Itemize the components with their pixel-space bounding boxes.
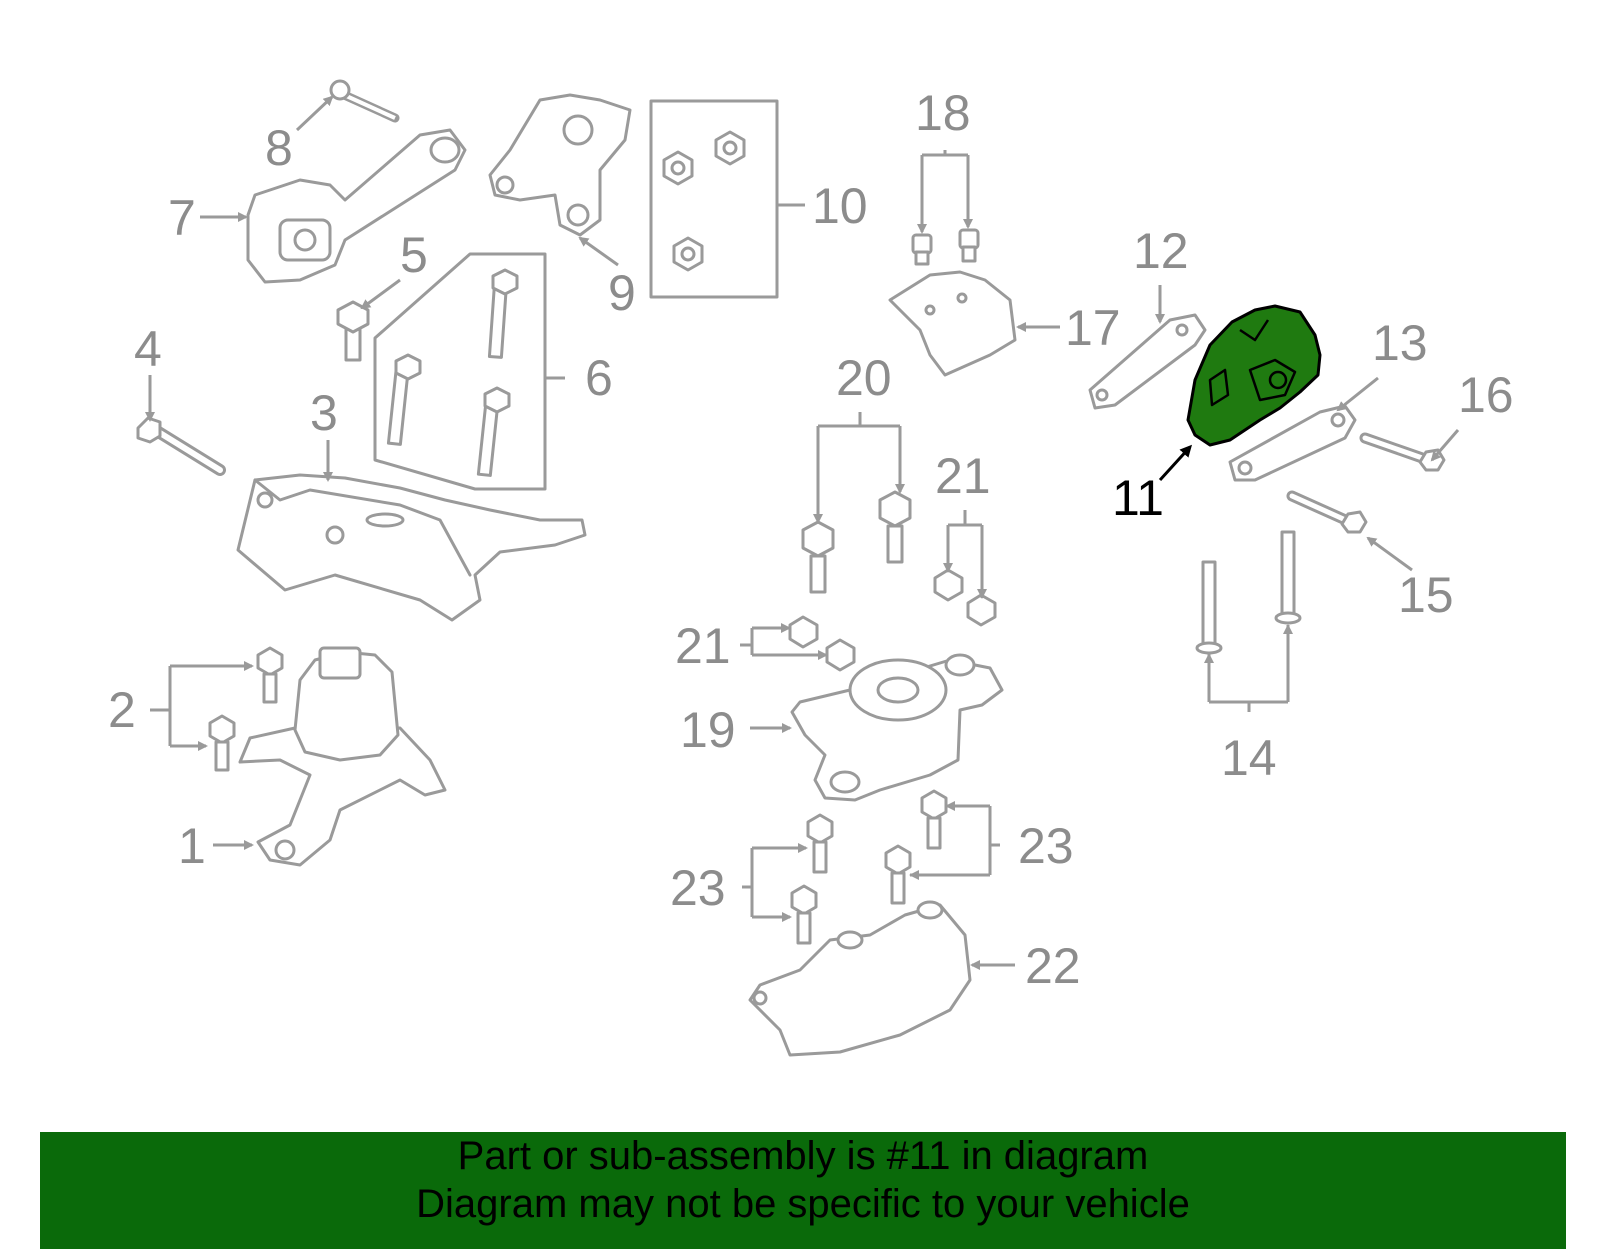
- part-3-bracket[interactable]: [236, 473, 587, 622]
- callout-15: 15: [1398, 567, 1454, 623]
- part-21-nuts-a[interactable]: [933, 568, 997, 627]
- banner-line-2: Diagram may not be specific to your vehi…: [416, 1182, 1190, 1226]
- callout-3: 3: [310, 385, 338, 441]
- callout-7: 7: [168, 190, 196, 246]
- callout-22: 22: [1025, 938, 1081, 994]
- callout-12: 12: [1133, 223, 1189, 279]
- callout-21-upper: 21: [935, 448, 991, 504]
- info-banner: Part or sub-assembly is #11 in diagram D…: [40, 1132, 1566, 1249]
- callout-6: 6: [585, 350, 613, 406]
- leader-lines: [145, 95, 1460, 970]
- part-15-bolt[interactable]: [1286, 490, 1368, 534]
- callout-9: 9: [608, 265, 636, 321]
- part-21-nuts-b[interactable]: [788, 615, 856, 672]
- part-8-bolt[interactable]: [329, 79, 400, 123]
- part-16-bolt[interactable]: [1359, 432, 1446, 472]
- callout-1: 1: [178, 818, 206, 874]
- callout-10: 10: [812, 178, 868, 234]
- callout-14: 14: [1221, 730, 1277, 786]
- callout-21-lower: 21: [675, 618, 731, 674]
- part-6-bolt-set[interactable]: [373, 252, 547, 491]
- part-23-bolts[interactable]: [790, 789, 948, 945]
- callout-5: 5: [400, 227, 428, 283]
- callout-labels: 1 2 3 4 5 6 7 8 9 10 11 12 13 14 15 16 1…: [108, 85, 1514, 994]
- part-5-bolt[interactable]: [336, 300, 370, 362]
- part-22-bracket[interactable]: [748, 900, 972, 1057]
- callout-18: 18: [915, 85, 971, 141]
- callout-23-right: 23: [1018, 818, 1074, 874]
- part-2-bolts[interactable]: [208, 646, 284, 772]
- callout-2: 2: [108, 682, 136, 738]
- callout-23-left: 23: [670, 860, 726, 916]
- banner-line-1: Part or sub-assembly is #11 in diagram: [457, 1134, 1149, 1178]
- part-17-bracket[interactable]: [888, 270, 1017, 377]
- part-10-nut-set[interactable]: [649, 99, 779, 299]
- callout-17: 17: [1065, 300, 1121, 356]
- callout-8: 8: [265, 120, 293, 176]
- part-12-plate[interactable]: [1088, 313, 1207, 410]
- callout-4: 4: [134, 321, 162, 377]
- part-1-engine-mount[interactable]: [238, 646, 447, 867]
- part-14-studs[interactable]: [1195, 530, 1302, 655]
- part-11-transmission-mount[interactable]: [1186, 304, 1322, 447]
- callout-16: 16: [1458, 367, 1514, 423]
- part-18-bolts[interactable]: [911, 228, 980, 266]
- callout-19: 19: [680, 702, 736, 758]
- part-9-bracket[interactable]: [488, 93, 632, 237]
- callout-11: 11: [1112, 470, 1164, 526]
- part-20-bolts[interactable]: [801, 490, 912, 594]
- part-7-torque-rod[interactable]: [246, 128, 467, 284]
- callout-13: 13: [1372, 315, 1428, 371]
- part-13-plate[interactable]: [1228, 404, 1357, 482]
- part-19-mount[interactable]: [790, 653, 1004, 802]
- callout-20: 20: [836, 350, 892, 406]
- part-4-bolt[interactable]: [136, 416, 226, 476]
